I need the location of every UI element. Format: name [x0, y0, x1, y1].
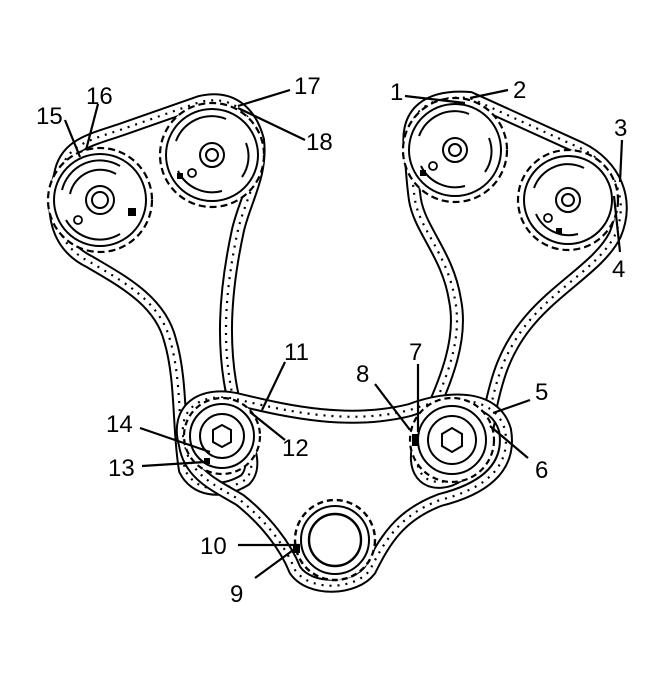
left-intake-cam-sprocket [158, 101, 266, 209]
primary-chain [175, 390, 513, 593]
callout-11: 11 [284, 339, 309, 366]
left-exhaust-cam-sprocket [46, 146, 154, 254]
callout-16: 16 [86, 83, 113, 110]
leader-lines [63, 88, 624, 579]
callout-13: 13 [108, 455, 135, 482]
callout-6: 6 [535, 457, 548, 484]
callout-15: 15 [36, 103, 63, 130]
callout-18: 18 [306, 129, 333, 156]
callout-17: 17 [294, 73, 321, 100]
callout-7: 7 [409, 339, 422, 366]
callout-4: 4 [612, 256, 625, 283]
right-idler-sprocket [408, 396, 496, 484]
crankshaft-sprocket [293, 498, 377, 582]
callout-8: 8 [356, 361, 369, 388]
callout-10: 10 [200, 533, 227, 560]
callout-labels: 1 2 3 4 5 6 7 8 9 10 11 12 13 14 15 16 1… [36, 73, 627, 608]
callout-1: 1 [390, 79, 403, 106]
right-intake-cam-sprocket [401, 96, 509, 204]
callout-9: 9 [230, 581, 243, 608]
callout-2: 2 [513, 77, 526, 104]
callout-3: 3 [614, 115, 627, 142]
callout-12: 12 [282, 435, 309, 462]
right-exhaust-cam-sprocket [516, 148, 620, 252]
callout-14: 14 [106, 411, 133, 438]
left-idler-sprocket [182, 396, 262, 476]
callout-5: 5 [535, 379, 548, 406]
